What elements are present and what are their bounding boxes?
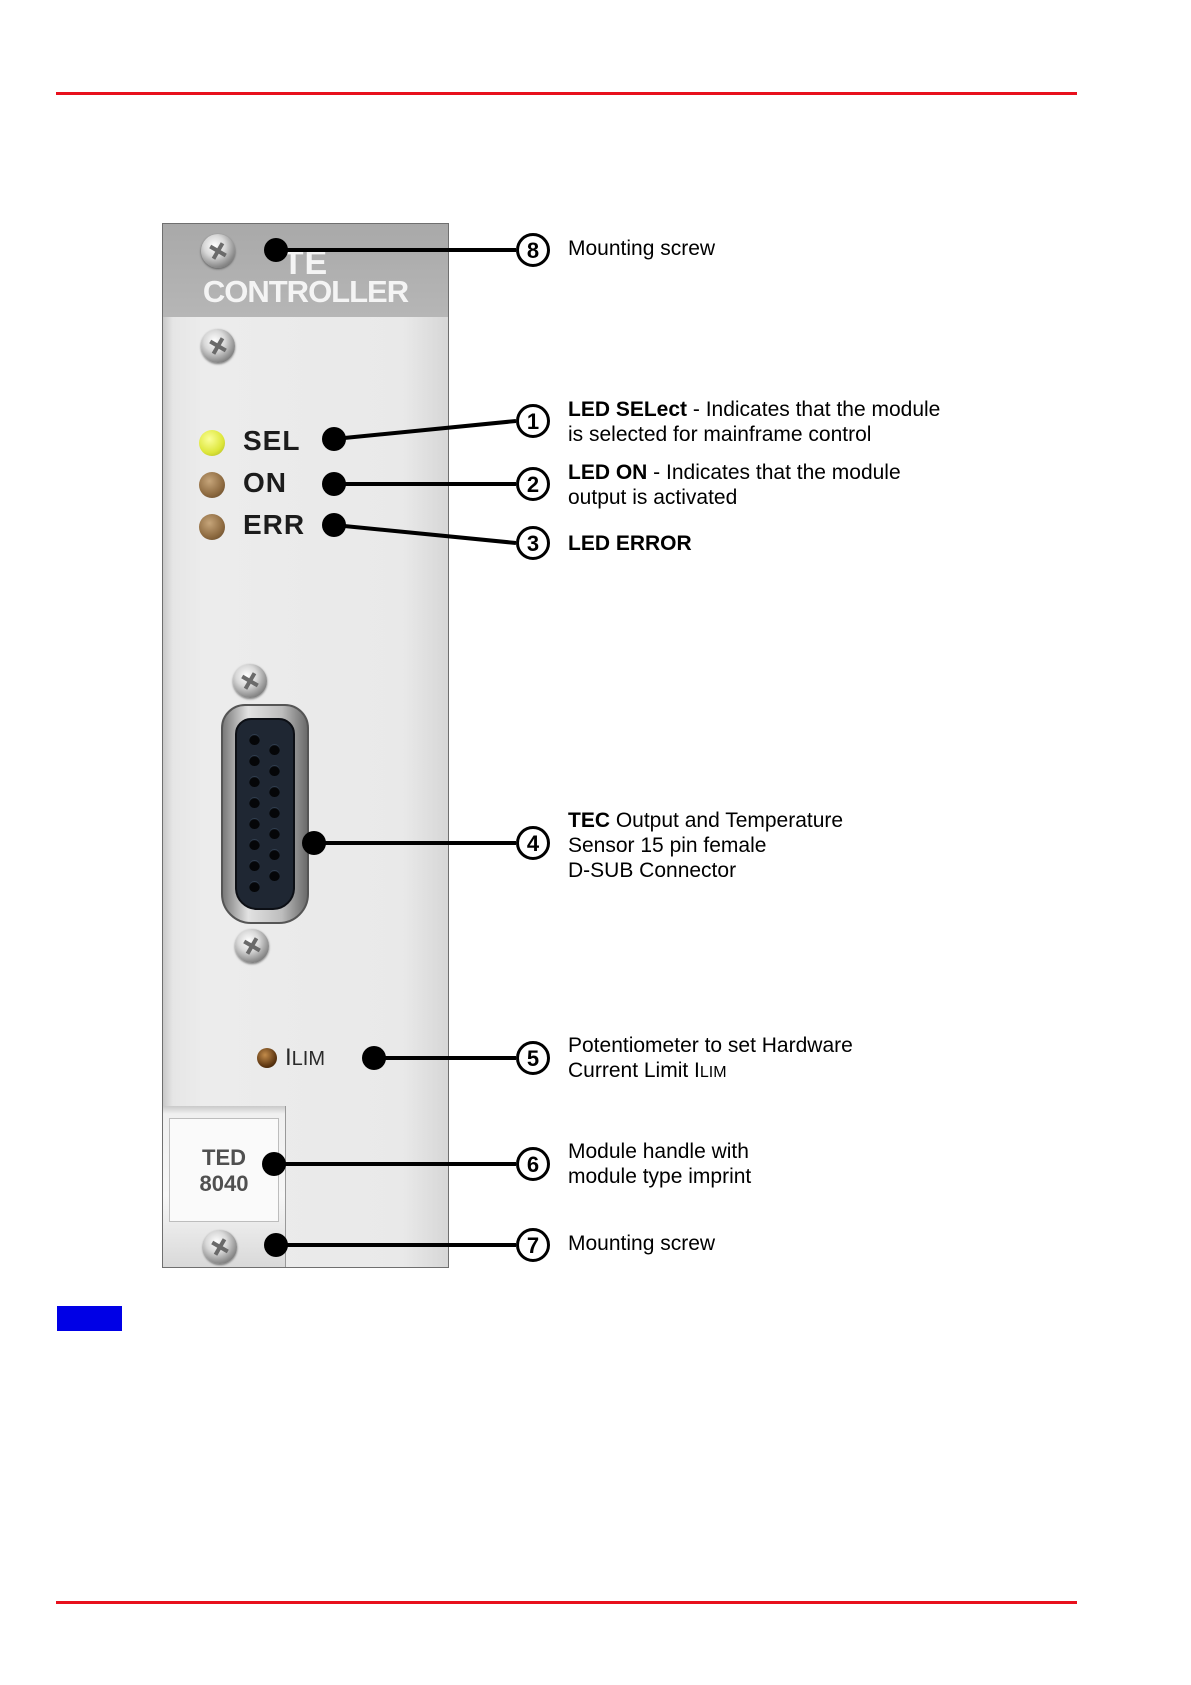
callout-5-text: Potentiometer to set Hardware bbox=[568, 1034, 853, 1057]
callout-4-line3: D-SUB Connector bbox=[568, 859, 737, 882]
dsub-pin bbox=[269, 765, 280, 776]
on-led-label: ON bbox=[243, 467, 287, 498]
dsub-pin bbox=[269, 807, 280, 818]
dsub-pin bbox=[249, 755, 260, 766]
handle-type-line1: TED bbox=[202, 1145, 246, 1170]
bottom-mounting-screw-icon bbox=[203, 1230, 237, 1264]
callout-2-text: - Indicates that the module bbox=[647, 461, 901, 484]
top-red-rule bbox=[56, 92, 1077, 95]
callout-7-text: Mounting screw bbox=[568, 1232, 716, 1255]
ilim-label: ILIM bbox=[285, 1044, 325, 1072]
callout-6-line2: module type imprint bbox=[568, 1165, 752, 1188]
dsub-pin bbox=[269, 828, 280, 839]
ilim-label-main: I bbox=[285, 1044, 292, 1071]
callout-text-3: LED ERROR bbox=[568, 531, 692, 556]
dsub-pin bbox=[249, 797, 260, 808]
callout-5-line2: Current Limit I bbox=[568, 1059, 700, 1082]
callout-8-text: Mounting screw bbox=[568, 237, 716, 260]
callout-3-bold: LED ERROR bbox=[568, 532, 692, 555]
connector-screw-top-icon bbox=[233, 664, 267, 698]
callout-badge-5: 5 bbox=[516, 1041, 550, 1075]
callout-2-bold: LED ON bbox=[568, 461, 648, 484]
callout-text-6: Module handle with module type imprint bbox=[568, 1139, 751, 1189]
callout-badge-6: 6 bbox=[516, 1147, 550, 1181]
dsub-pin bbox=[269, 870, 280, 881]
dsub-pin bbox=[269, 849, 280, 860]
dsub-pin bbox=[269, 744, 280, 755]
callout-1-bold: LED SELect bbox=[568, 398, 688, 421]
callout-badge-1: 1 bbox=[516, 404, 550, 438]
callout-badge-4: 4 bbox=[516, 826, 550, 860]
callout-text-2: LED ON - Indicates that the module outpu… bbox=[568, 460, 901, 510]
blue-page-tab bbox=[57, 1306, 122, 1331]
callout-text-8: Mounting screw bbox=[568, 236, 715, 261]
callout-text-7: Mounting screw bbox=[568, 1231, 715, 1256]
callout-4-bold: TEC bbox=[568, 809, 610, 832]
dsub-pin bbox=[249, 776, 260, 787]
callout-text-1: LED SELect - Indicates that the module i… bbox=[568, 397, 940, 447]
callout-text-4: TEC Output and Temperature Sensor 15 pin… bbox=[568, 808, 843, 883]
callout-4-line2: Sensor 15 pin female bbox=[568, 834, 767, 857]
callout-6-text: Module handle with bbox=[568, 1140, 749, 1163]
panel-screw-icon bbox=[201, 329, 235, 363]
callout-4-text: Output and Temperature bbox=[610, 809, 844, 832]
handle-face: TED 8040 bbox=[169, 1118, 279, 1222]
handle-type-line2: 8040 bbox=[199, 1171, 249, 1196]
dsub-pin bbox=[269, 786, 280, 797]
module-handle: TED 8040 bbox=[163, 1106, 286, 1267]
sel-led-icon bbox=[199, 430, 225, 456]
dsub-pin bbox=[249, 818, 260, 829]
on-led-icon bbox=[199, 472, 225, 498]
callout-badge-3: 3 bbox=[516, 526, 550, 560]
module-front-panel: TE CONTROLLER SEL ON ERR ILIM TED 8040 bbox=[162, 223, 449, 1268]
dsub-pin bbox=[249, 839, 260, 850]
dsub-pin bbox=[249, 881, 260, 892]
sel-led-label: SEL bbox=[243, 425, 301, 456]
panel-title-line2: CONTROLLER bbox=[202, 274, 409, 309]
err-led-label: ERR bbox=[243, 509, 306, 540]
dsub-connector-icon bbox=[221, 704, 309, 924]
dsub-pin bbox=[249, 734, 260, 745]
callout-text-5: Potentiometer to set Hardware Current Li… bbox=[568, 1033, 853, 1085]
err-led-icon bbox=[199, 514, 225, 540]
callout-1-text: - Indicates that the module bbox=[687, 398, 941, 421]
bottom-red-rule bbox=[56, 1601, 1077, 1604]
callout-5-line2-sub: LIM bbox=[699, 1064, 727, 1081]
callout-badge-2: 2 bbox=[516, 467, 550, 501]
top-mounting-screw-icon bbox=[201, 234, 235, 268]
callout-2-line2: output is activated bbox=[568, 486, 738, 509]
connector-screw-bottom-icon bbox=[235, 929, 269, 963]
ilim-label-sub: LIM bbox=[291, 1048, 326, 1070]
callout-1-line2: is selected for mainframe control bbox=[568, 423, 872, 446]
potentiometer-icon bbox=[257, 1048, 277, 1068]
dsub-pin-field bbox=[235, 718, 295, 910]
callout-badge-7: 7 bbox=[516, 1228, 550, 1262]
callout-badge-8: 8 bbox=[516, 233, 550, 267]
dsub-pin bbox=[249, 860, 260, 871]
